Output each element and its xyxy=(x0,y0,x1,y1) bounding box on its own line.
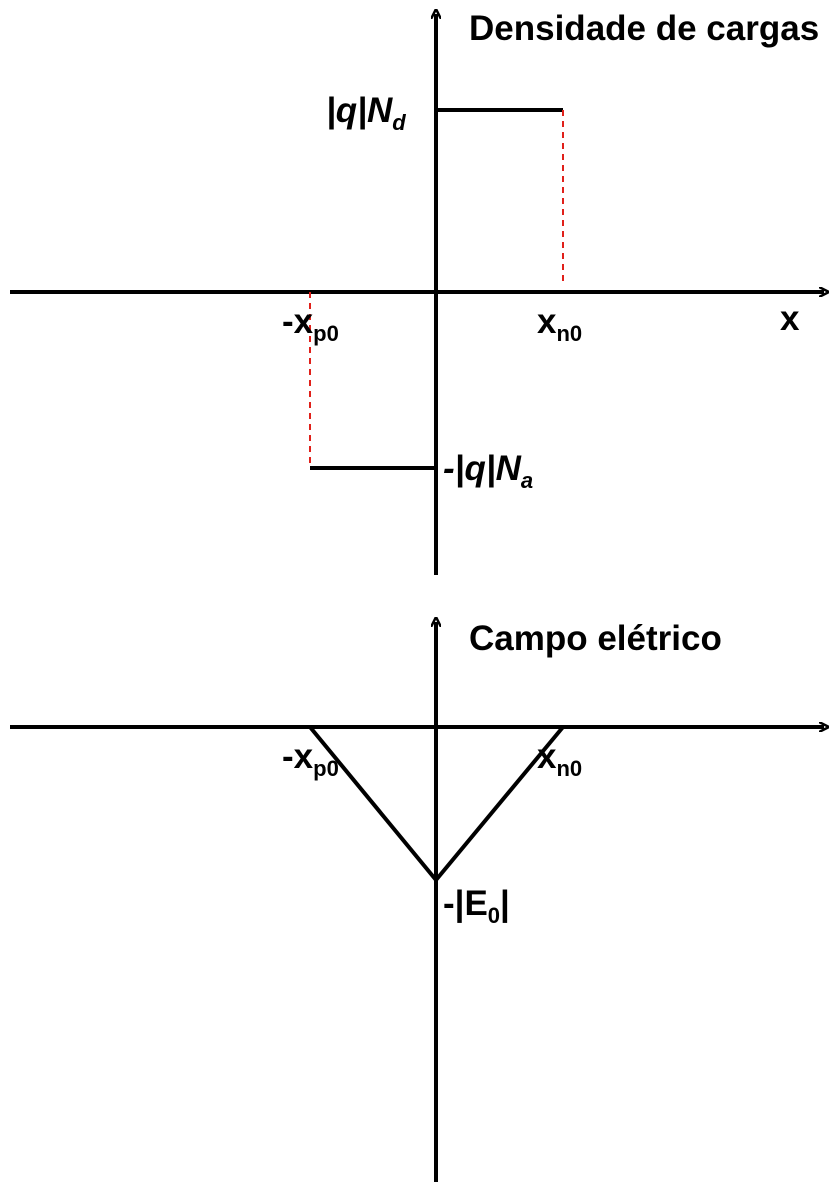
x-axis-label: x xyxy=(780,299,800,338)
acceptor-level-label: -|q|Na xyxy=(443,449,533,493)
donor-level-label: |q|Nd xyxy=(326,91,406,135)
tick-label-neg-xp0: -xp0 xyxy=(282,302,339,346)
field-minimum-label: -|E0| xyxy=(443,884,510,928)
field-plot-title: Campo elétrico xyxy=(469,619,722,658)
charge-density-plot: Densidade de cargas |q|Nd -|q|Na -xp0 xn… xyxy=(10,9,824,575)
field-tick-label-xn0: xn0 xyxy=(537,737,582,781)
tick-label-xn0: xn0 xyxy=(537,302,582,346)
charge-plot-title: Densidade de cargas xyxy=(469,9,819,48)
field-tick-label-neg-xp0: -xp0 xyxy=(282,737,339,781)
electric-field-curve xyxy=(308,725,565,884)
electric-field-plot: Campo elétrico -xp0 xn0 -|E0| xyxy=(10,619,824,1182)
